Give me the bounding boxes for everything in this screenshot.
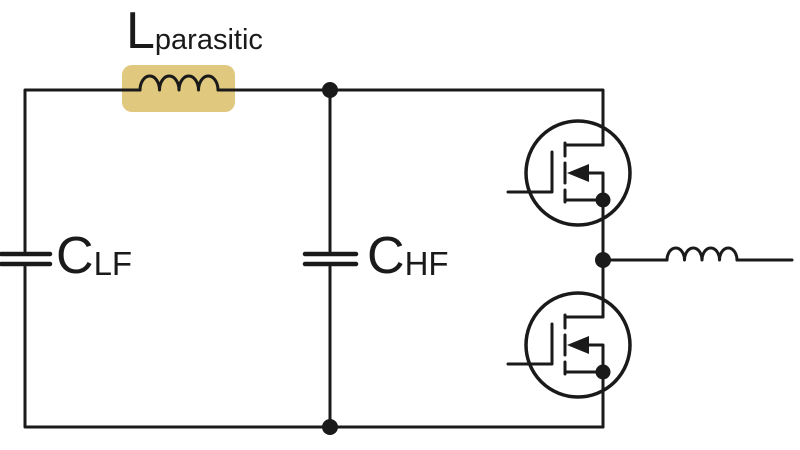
label-subscript: parasitic: [154, 24, 263, 56]
label-subscript: HF: [404, 245, 449, 282]
junction-dot-top: [322, 82, 338, 98]
top-rail-wire: [216, 88, 605, 147]
capacitor-hf-symbol: [302, 251, 359, 267]
capacitor-lf-label: CLF: [56, 227, 133, 285]
label-main: L: [126, 2, 155, 60]
left-rail-wire: [23, 88, 142, 253]
parasitic-inductor-symbol: [138, 74, 220, 92]
label-subscript: LF: [93, 245, 133, 282]
mosfet-body-arrow-icon: [567, 164, 589, 182]
junction-dot-switch-node: [595, 252, 611, 268]
label-main: C: [367, 227, 405, 285]
junction-dot-bottom: [322, 419, 338, 435]
output-inductor-symbol: [665, 246, 739, 262]
mosfet-body-arrow-icon: [567, 336, 589, 354]
parasitic-inductor-label: Lparasitic: [126, 2, 263, 60]
mosfet-gate-lead: [506, 322, 554, 366]
capacitor-hf-label: CHF: [367, 227, 449, 285]
capacitor-lf-symbol: [0, 251, 53, 267]
mosfet-gate-lead: [506, 150, 554, 194]
mosfet-low-side-symbol: [506, 258, 632, 429]
mosfet-high-side-symbol: [506, 119, 632, 262]
label-main: C: [56, 227, 94, 285]
bottom-rail-wire: [23, 265, 605, 429]
